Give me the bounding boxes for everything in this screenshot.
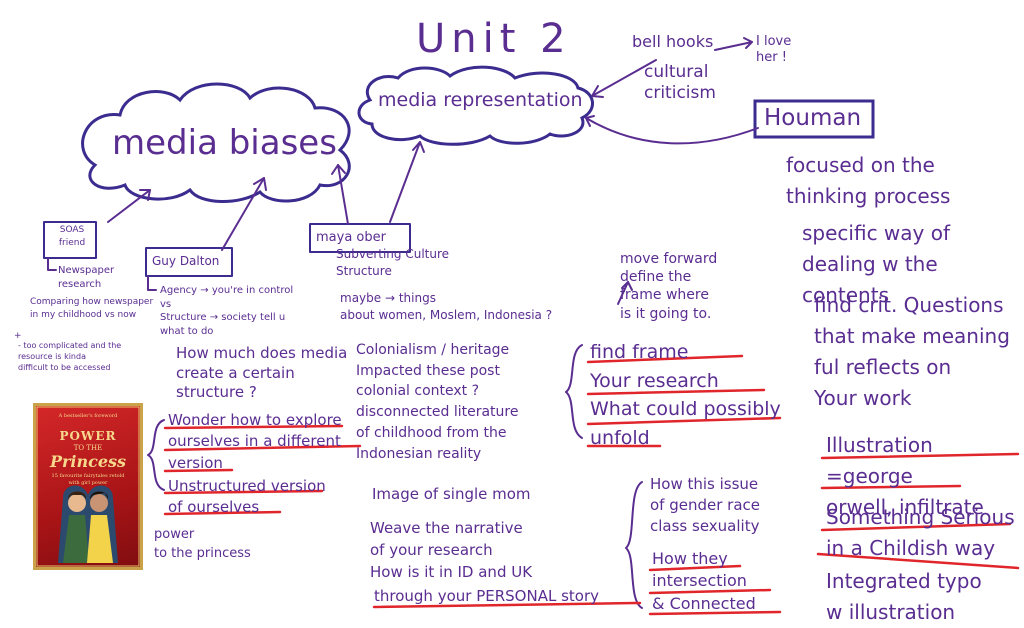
move-forward-note: move forward define the frame where is i… bbox=[620, 251, 718, 322]
bell-hooks-label: bell hooks bbox=[632, 32, 714, 51]
guy-box bbox=[145, 247, 233, 277]
wonder-note: Wonder how to explore ourselves in a dif… bbox=[168, 411, 342, 472]
soas-friend-label: SOAS friend bbox=[58, 225, 86, 248]
agency-structure-note: Agency → you're in control vs Structure … bbox=[160, 285, 294, 337]
personal-story-note: through your PERSONAL story bbox=[374, 587, 599, 605]
comparing-note: Comparing how newspaper in my childhood … bbox=[30, 297, 154, 320]
book-subtitle: 15 favourite fairytales retold with girl… bbox=[51, 473, 125, 486]
colonialism-note: Colonialism / heritage Impacted these po… bbox=[356, 342, 519, 462]
book-cover-image: A bestseller's foreword POWER TO THE Pri… bbox=[33, 403, 143, 570]
power-to-princess-note: power to the princess bbox=[154, 527, 251, 561]
unstructured-note: Unstructured version of ourselves bbox=[168, 477, 326, 517]
cultural-criticism-label: cultural criticism bbox=[644, 62, 716, 104]
media-biases-cloud bbox=[81, 82, 351, 203]
maya-ober-label: maya ober bbox=[316, 230, 386, 245]
book-title-princess: Princess bbox=[49, 452, 127, 471]
guy-dalton-label: Guy Dalton bbox=[152, 254, 220, 268]
subverting-culture-note: Subverting Culture Structure bbox=[336, 247, 450, 278]
book-title-power: POWER bbox=[59, 429, 117, 443]
single-mom-note: Image of single mom bbox=[372, 485, 531, 503]
book-illustration bbox=[36, 406, 140, 567]
houman-specific-note: specific way of dealing w the contents bbox=[802, 221, 951, 307]
book-title-to: TO THE bbox=[73, 444, 103, 452]
houman-something-note: Something Serious in a Childish way bbox=[826, 505, 1015, 560]
red-underlines bbox=[163, 354, 1020, 616]
plus-sign: + bbox=[14, 331, 22, 341]
media-biases-label: media biases bbox=[112, 123, 337, 163]
maybe-things-note: maybe → things about women, Moslem, Indo… bbox=[340, 291, 553, 323]
find-frame-note: find frame Your research What could poss… bbox=[590, 341, 781, 449]
houman-illustration-note: Illustration =george orwell, infiltrate bbox=[826, 433, 984, 519]
media-representation-label: media representation bbox=[378, 89, 583, 111]
how-much-media-note: How much does media create a certain str… bbox=[176, 344, 348, 401]
love-her-note: I love her ! bbox=[756, 34, 792, 65]
media-representation-cloud bbox=[357, 65, 594, 146]
houman-box bbox=[753, 99, 875, 139]
newspaper-research-note: Newspaper research bbox=[58, 265, 115, 290]
intersection-note: How they intersection & Connected bbox=[652, 549, 756, 613]
issues-note: How this issue of gender race class sexu… bbox=[650, 475, 761, 535]
too-complicated-note: - too complicated and the resource is ki… bbox=[18, 341, 122, 373]
houman-label: Houman bbox=[764, 105, 862, 131]
maya-box bbox=[309, 223, 411, 253]
weave-narrative-note: Weave the narrative of your research How… bbox=[370, 519, 533, 581]
houman-findcrit-note: find crit. Questions that make meaning f… bbox=[814, 293, 1010, 410]
connector-arrows bbox=[47, 37, 759, 609]
houman-focused-note: focused on the thinking process bbox=[786, 153, 951, 208]
unit-title: Unit 2 bbox=[416, 16, 572, 62]
houman-integrated-note: Integrated typo w illustration bbox=[826, 569, 982, 624]
soas-box bbox=[43, 221, 97, 259]
book-tagline: A bestseller's foreword bbox=[58, 413, 118, 419]
